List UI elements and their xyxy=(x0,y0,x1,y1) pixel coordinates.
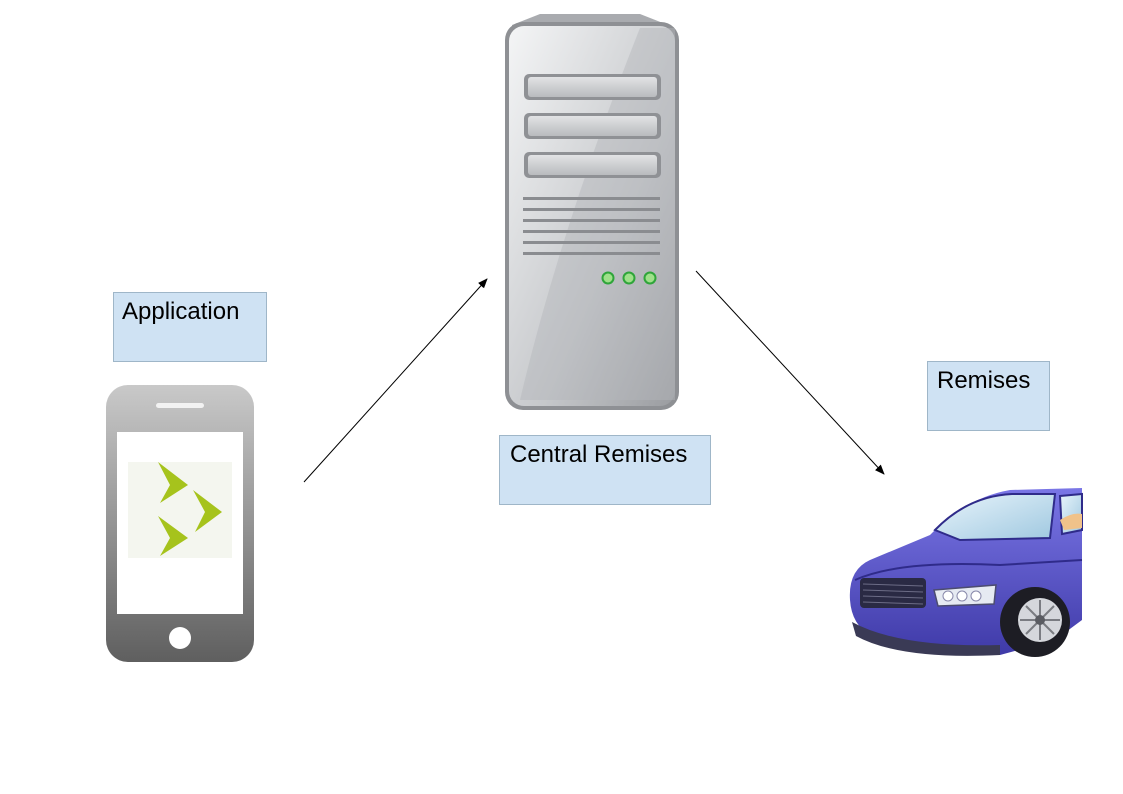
smartphone-icon xyxy=(106,385,254,662)
application-label: Application xyxy=(113,292,267,362)
central-remises-label: Central Remises xyxy=(499,435,711,505)
server-tower-icon xyxy=(505,14,679,410)
app-logo-icon xyxy=(158,462,222,556)
arrow-app-to-central xyxy=(303,278,488,483)
remises-label: Remises xyxy=(927,361,1050,431)
arrow-central-to-remises xyxy=(695,270,885,475)
car-icon xyxy=(849,488,1083,657)
